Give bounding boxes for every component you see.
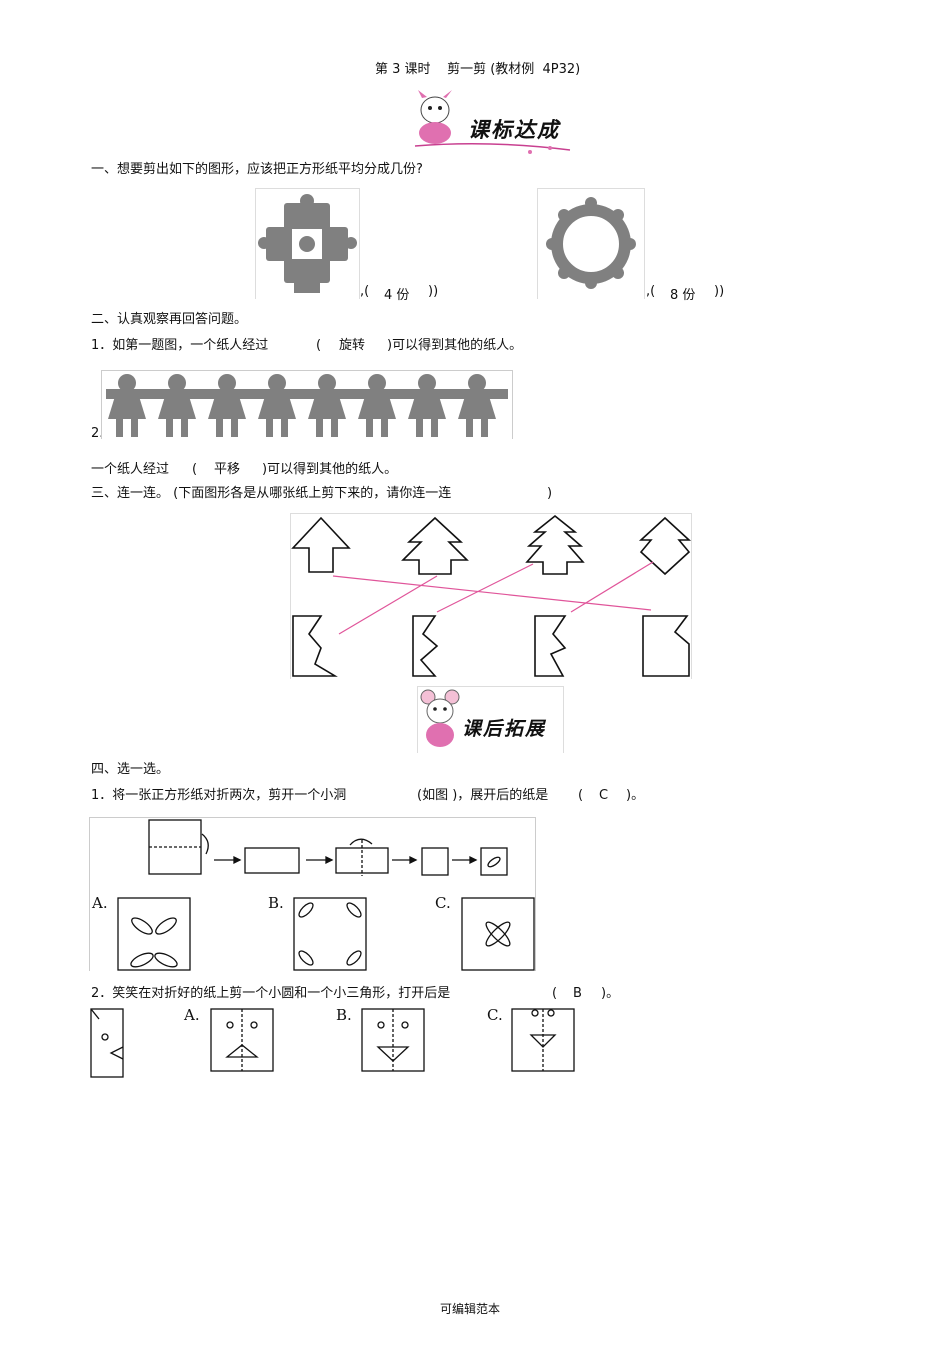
- cartoon-goat-icon: [414, 90, 571, 154]
- banner2-label: 课后拓展: [462, 718, 547, 740]
- half-shape-3: [534, 615, 567, 677]
- double-arrow-shape: [638, 516, 692, 576]
- answer2-value: 8 份: [670, 288, 696, 303]
- section4-q2-answer: B: [573, 986, 582, 1001]
- section4-q1: 1．将一张正方形纸对折两次，剪开一个小洞: [91, 788, 347, 803]
- answer2-prefix: ,(: [646, 284, 656, 299]
- half-shape-1: [292, 615, 338, 677]
- banner-after-class: 课后拓展: [417, 686, 564, 753]
- page-title: 第 3 课时 剪一剪 (教材例 4P32): [375, 62, 581, 77]
- section2-q2-answer: 平移: [214, 462, 241, 477]
- q2-option-b: B.: [336, 1006, 352, 1024]
- figure-ring-paper-people: [537, 188, 645, 299]
- page-footer: 可编辑范本: [440, 1302, 501, 1316]
- q1-option-a: A.: [92, 894, 108, 912]
- q1-option-c: C.: [435, 894, 451, 912]
- pine-shape: [525, 514, 585, 575]
- section4-q1-paren: (: [578, 788, 584, 803]
- section4-heading: 四、选一选。: [91, 762, 170, 777]
- banner-course-standard: 课标达成: [410, 88, 575, 158]
- half-shape-4: [642, 615, 690, 677]
- answer1-prefix: ,(: [360, 284, 370, 299]
- cartoon-mouse-icon: [420, 689, 460, 747]
- section2-q2-number: 2.: [91, 426, 104, 441]
- section2-q1-paren: (: [316, 338, 322, 353]
- answer1-suffix: )): [428, 284, 439, 299]
- section4-q2: 2．笑笑在对折好的纸上剪一个小圆和一个小三角形，打开后是: [91, 986, 451, 1001]
- section2-q2-suffix: )可以得到其他的纸人。: [262, 462, 398, 477]
- section1-heading: 一、想要剪出如下的图形，应该把正方形纸平均分成几份?: [91, 162, 423, 177]
- section4-q1-answer: C: [599, 788, 609, 803]
- tree-shape: [401, 516, 469, 575]
- figure-paper-people-chain: [101, 370, 513, 439]
- answer1-value: 4 份: [384, 288, 410, 303]
- section3-heading: 三、连一连。 (下面图形各是从哪张纸上剪下来的，请你连一连: [91, 486, 452, 501]
- figure-fold-twice: A. B. C.: [89, 817, 536, 971]
- section3-heading-end: ): [547, 486, 553, 501]
- section4-q1-end: )。: [626, 788, 645, 803]
- figure-fold-circle-triangle: A. B. C.: [89, 1006, 575, 1079]
- answer2-suffix: )): [714, 284, 725, 299]
- section4-q2-end: )。: [601, 986, 620, 1001]
- figure-square-paper-people: [255, 188, 360, 299]
- figure-matching-trees: [290, 513, 692, 679]
- q1-option-b: B.: [268, 894, 284, 912]
- q2-option-a: A.: [184, 1006, 200, 1024]
- section2-q2: 一个纸人经过: [91, 462, 170, 477]
- section4-q1-mid: (如图 )，展开后的纸是: [417, 788, 549, 803]
- q2-option-c: C.: [487, 1006, 503, 1024]
- section2-heading: 二、认真观察再回答问题。: [91, 312, 248, 327]
- section2-q1: 1．如第一题图，一个纸人经过: [91, 338, 269, 353]
- section2-q1-suffix: )可以得到其他的纸人。: [387, 338, 523, 353]
- section4-q2-paren: (: [552, 986, 558, 1001]
- half-shape-2: [412, 615, 439, 677]
- banner1-label: 课标达成: [468, 118, 560, 142]
- section2-q2-paren: (: [192, 462, 198, 477]
- section2-q1-answer: 旋转: [339, 338, 366, 353]
- arrow-shape: [291, 516, 351, 573]
